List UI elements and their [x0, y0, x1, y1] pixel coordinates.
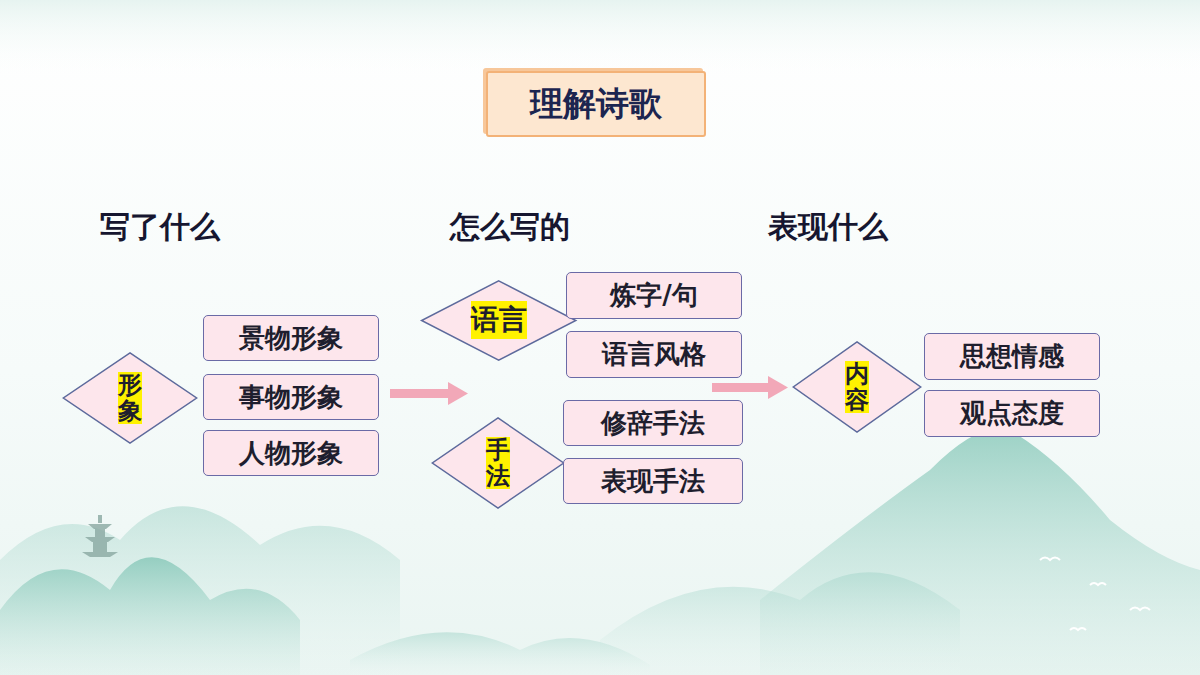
title-box: 理解诗歌	[486, 71, 706, 137]
item-label: 表现手法	[601, 464, 705, 499]
category-diamond: 形象	[62, 352, 198, 444]
category-label: 语言	[471, 301, 527, 339]
column-header: 表现什么	[768, 207, 888, 248]
mountain	[600, 572, 960, 675]
column-header: 写了什么	[100, 207, 220, 248]
category-diamond: 内容	[792, 341, 922, 433]
item-box: 炼字/句	[566, 272, 742, 319]
flow-arrow	[712, 376, 788, 399]
category-label: 形象	[118, 372, 142, 425]
diamond-shape	[422, 280, 576, 359]
diamond-shape	[63, 353, 196, 443]
birds	[1040, 558, 1150, 631]
item-label: 修辞手法	[601, 406, 705, 441]
column-header: 怎么写的	[450, 207, 570, 248]
top-wash	[0, 0, 1200, 80]
category-diamond: 手法	[431, 417, 565, 509]
diamond-shape	[432, 418, 563, 508]
mountain	[0, 506, 400, 675]
diamond-shape	[793, 342, 920, 432]
category-label: 内容	[845, 361, 869, 414]
item-box: 表现手法	[563, 458, 743, 504]
category-label: 手法	[486, 437, 510, 490]
item-label: 思想情感	[960, 339, 1064, 374]
flow-arrow	[390, 382, 468, 405]
item-box: 修辞手法	[563, 400, 743, 446]
item-box: 语言风格	[566, 331, 742, 378]
item-label: 语言风格	[602, 337, 706, 372]
item-box: 思想情感	[924, 333, 1100, 380]
category-diamond: 语言	[420, 280, 577, 361]
item-box: 事物形象	[203, 374, 379, 420]
item-box: 景物形象	[203, 315, 379, 361]
item-box: 观点态度	[924, 390, 1100, 437]
item-label: 事物形象	[239, 380, 343, 415]
mountain	[0, 557, 300, 675]
mountain	[350, 632, 650, 675]
item-label: 观点态度	[960, 396, 1064, 431]
item-box: 人物形象	[203, 430, 379, 476]
item-label: 炼字/句	[610, 278, 698, 313]
item-label: 人物形象	[239, 436, 343, 471]
item-label: 景物形象	[239, 321, 343, 356]
pagoda	[82, 515, 118, 557]
